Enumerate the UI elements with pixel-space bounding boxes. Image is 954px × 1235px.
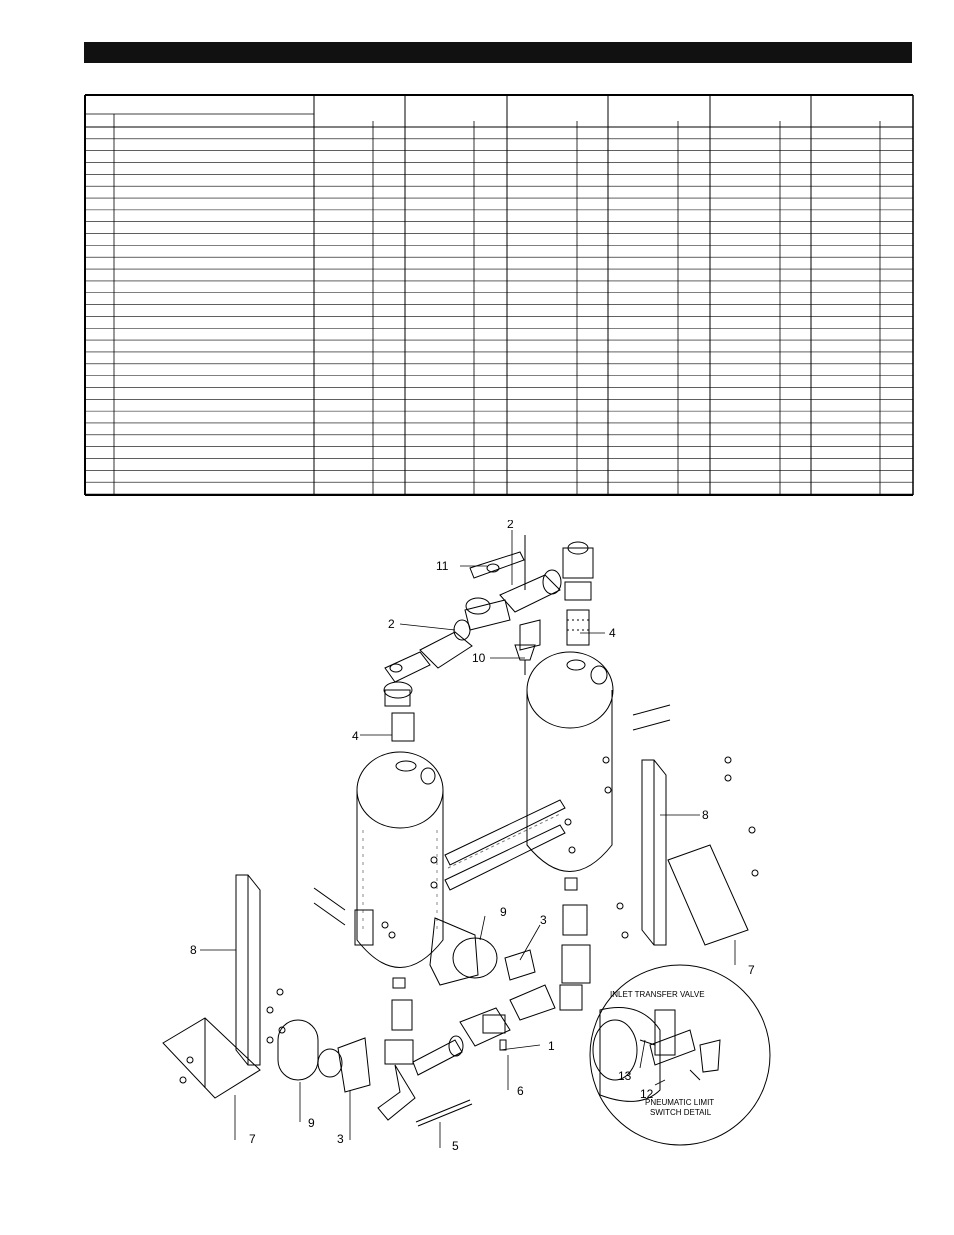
- right-tank: [526, 651, 614, 891]
- callout-9-lower: 9: [308, 1116, 315, 1130]
- callout-3-lower: 3: [337, 1132, 344, 1146]
- left-leg: [162, 874, 396, 1099]
- header-bar: [84, 42, 912, 63]
- callout-9-upper: 9: [500, 905, 507, 919]
- lower-piping: [277, 904, 591, 1127]
- detail-label-switch-detail: SWITCH DETAIL: [650, 1108, 712, 1117]
- callout-8-right: 8: [702, 808, 709, 822]
- callout-8-left: 8: [190, 943, 197, 957]
- callout-12: 12: [640, 1087, 654, 1101]
- upper-left-piping: [383, 597, 541, 742]
- exploded-assembly-drawing: INLET TRANSFER VALVE PNEUMATIC LIMIT SWI…: [150, 517, 800, 1160]
- cross-braces: [430, 799, 576, 891]
- detail-label-inlet-transfer-valve: INLET TRANSFER VALVE: [610, 990, 705, 999]
- callout-2-left: 2: [388, 617, 395, 631]
- table-grid: [84, 94, 914, 496]
- callout-3-upper: 3: [540, 913, 547, 927]
- callout-11: 11: [436, 559, 449, 573]
- callout-leaders: [200, 530, 736, 1148]
- parts-list-table: [84, 94, 914, 496]
- callout-7-left: 7: [249, 1132, 256, 1146]
- callout-2-upper: 2: [507, 520, 514, 531]
- callout-10: 10: [472, 651, 486, 665]
- pneumatic-limit-switch-detail: INLET TRANSFER VALVE PNEUMATIC LIMIT SWI…: [589, 964, 771, 1146]
- callout-4-left: 4: [352, 729, 359, 743]
- left-tank: [356, 751, 444, 989]
- callout-5: 5: [452, 1139, 459, 1153]
- callout-7-right: 7: [748, 963, 755, 977]
- callout-13: 13: [618, 1069, 632, 1083]
- detail-label-pneumatic-limit: PNEUMATIC LIMIT: [645, 1098, 714, 1107]
- upper-right-piping: [469, 535, 594, 646]
- callout-6: 6: [517, 1084, 524, 1098]
- right-leg: [616, 704, 759, 946]
- callout-1: 1: [548, 1039, 555, 1053]
- callout-4-right: 4: [609, 626, 616, 640]
